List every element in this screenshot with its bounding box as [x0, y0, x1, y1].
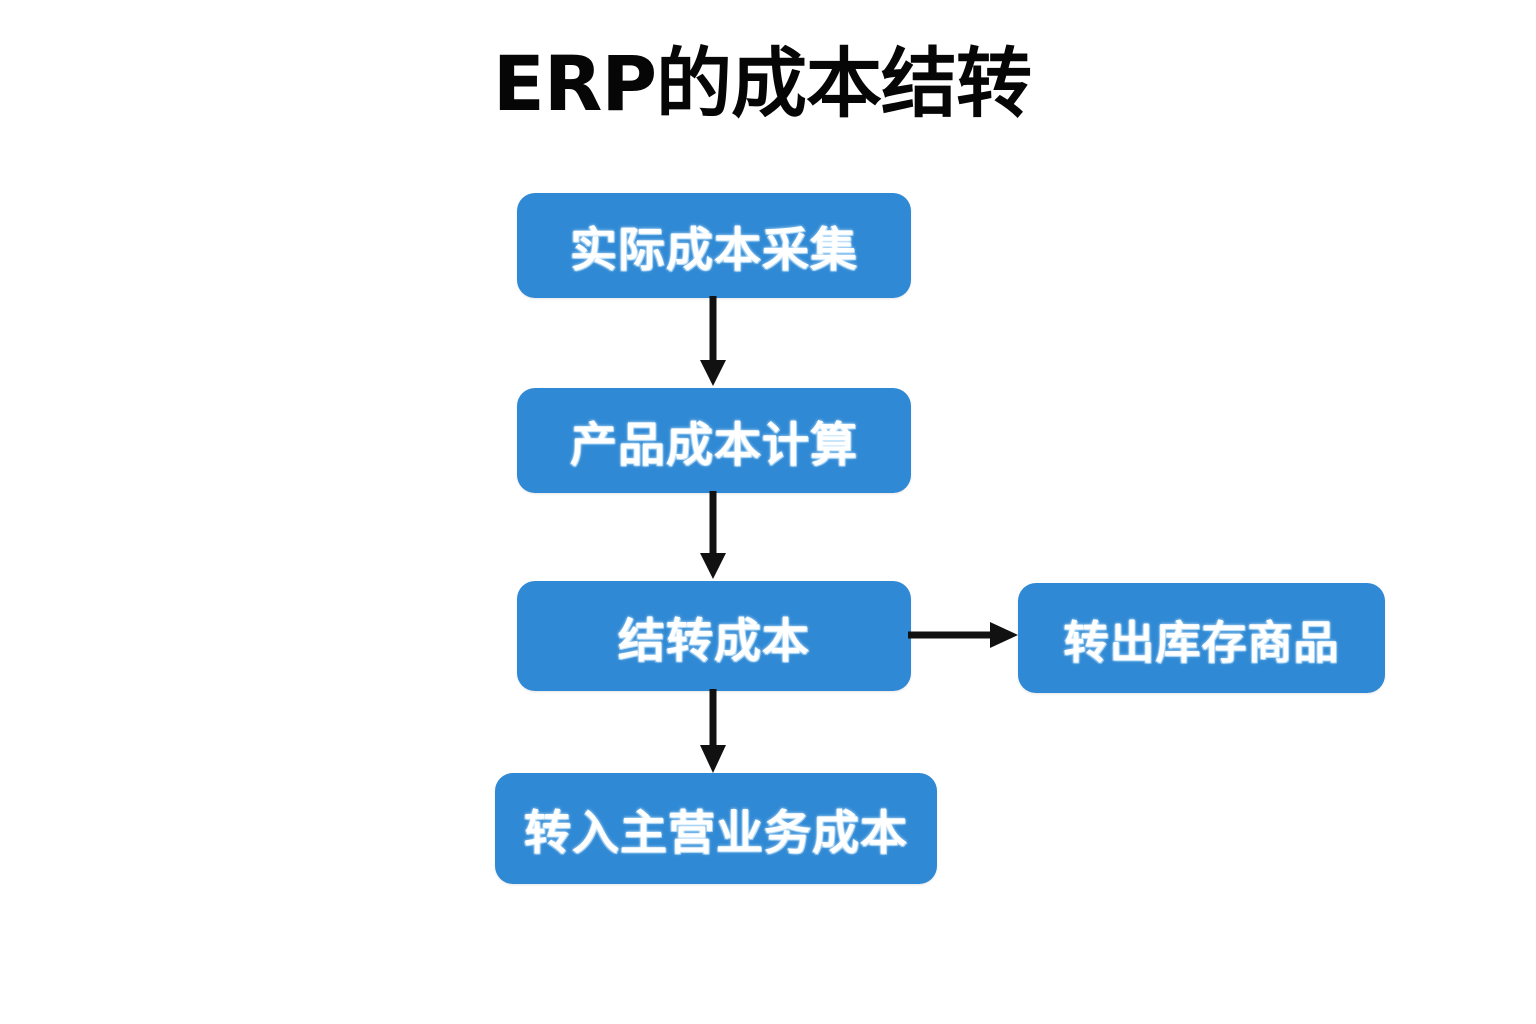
flow-node-in-label: 转入主营业务成本 [524, 806, 908, 861]
arrow-down-collect-to-calc [697, 296, 729, 388]
arrow-down-carry-to-in [697, 689, 729, 777]
flow-node-out-label: 转出库存商品 [1063, 615, 1340, 669]
page-title: ERP的成本结转 [492, 39, 1032, 128]
flow-node-collect-label: 实际成本采集 [570, 223, 858, 278]
arrow-right-carry-to-out [908, 618, 1022, 652]
flow-node-transfer-in-main-business-cost[interactable]: 转入主营业务成本 [495, 773, 937, 884]
arrow-down-calc-to-carry [697, 491, 729, 583]
flow-node-calc-label: 产品成本计算 [570, 418, 858, 473]
flow-node-product-cost-calculation[interactable]: 产品成本计算 [517, 388, 911, 493]
flow-node-transfer-out-inventory-goods[interactable]: 转出库存商品 [1018, 583, 1385, 693]
flow-node-carry-forward-cost[interactable]: 结转成本 [517, 581, 911, 691]
flow-node-collect[interactable]: 实际成本采集 [517, 193, 911, 298]
flow-node-carry-label: 结转成本 [618, 613, 810, 669]
